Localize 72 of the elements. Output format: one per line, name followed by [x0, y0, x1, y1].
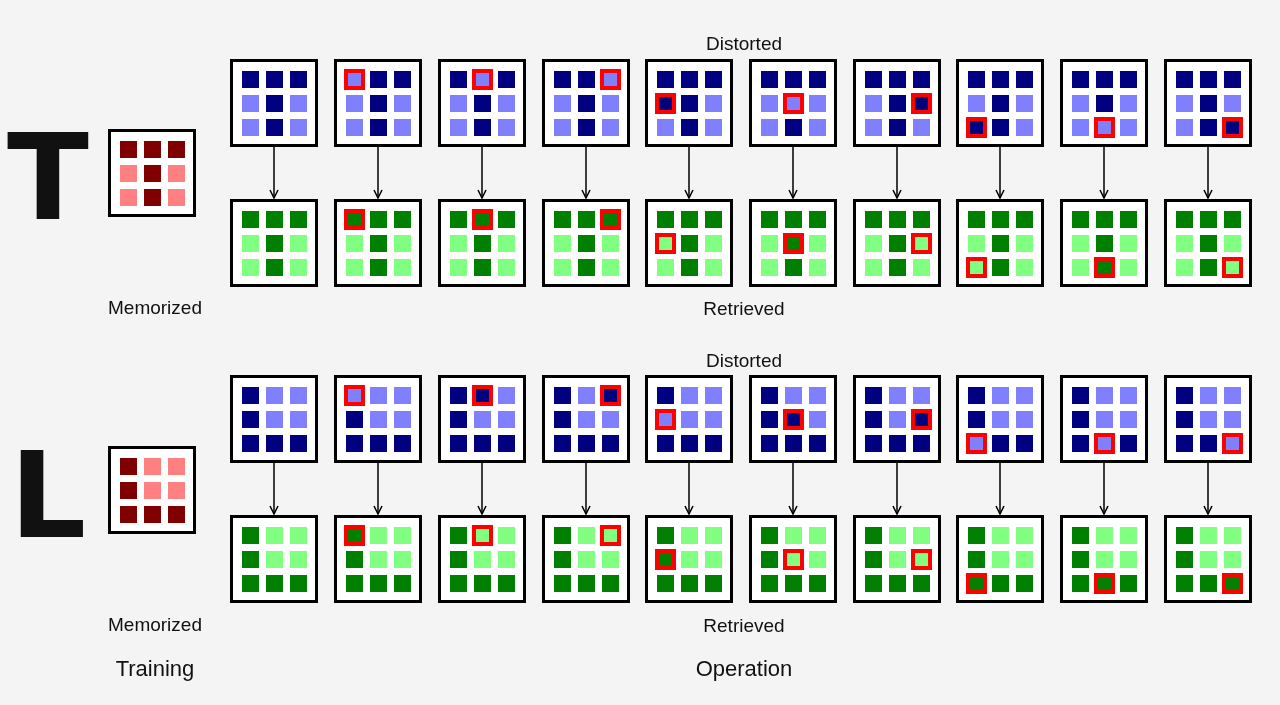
pattern-grid-drawing	[853, 515, 941, 603]
group-heading: Distorted	[706, 350, 782, 372]
pattern-grid-drawing	[956, 59, 1044, 147]
pattern-grid-drawing	[749, 199, 837, 287]
pattern-grid-drawing	[956, 515, 1044, 603]
arrow	[373, 462, 383, 515]
pattern-grid-drawing	[438, 515, 526, 603]
pattern-letter: T	[7, 118, 89, 238]
pattern-grid-drawing	[749, 515, 837, 603]
pattern-grid-drawing	[1060, 199, 1148, 287]
pattern-grid-drawing	[334, 59, 422, 147]
arrow	[788, 146, 798, 199]
pattern-grid-drawing	[334, 199, 422, 287]
pattern-grid-drawing	[230, 59, 318, 147]
pattern-grid-drawing	[1164, 59, 1252, 147]
pattern-grid-drawing	[1060, 59, 1148, 147]
pattern-grid-drawing	[230, 515, 318, 603]
arrow	[1203, 146, 1213, 199]
pattern-grid-drawing	[749, 59, 837, 147]
arrow	[1099, 146, 1109, 199]
arrow	[373, 146, 383, 199]
group-heading: Retrieved	[703, 298, 785, 320]
pattern-grid-drawing	[645, 199, 733, 287]
pattern-grid-drawing	[645, 59, 733, 147]
pattern-grid-drawing	[542, 375, 630, 463]
pattern-grid-drawing	[334, 515, 422, 603]
pattern-caption: Memorized	[108, 614, 202, 636]
pattern-grid-drawing	[1164, 515, 1252, 603]
arrow	[684, 146, 694, 199]
arrow	[1203, 462, 1213, 515]
arrow	[684, 462, 694, 515]
group-heading: Distorted	[706, 33, 782, 55]
pattern-grid-drawing	[956, 375, 1044, 463]
pattern-grid-drawing	[542, 59, 630, 147]
arrow	[477, 146, 487, 199]
pattern-grid-drawing	[645, 375, 733, 463]
pattern-grid-drawing	[1164, 375, 1252, 463]
pattern-grid-drawing	[438, 375, 526, 463]
pattern-grid-drawing	[334, 375, 422, 463]
section-heading: Training	[115, 656, 195, 682]
section-heading: Operation	[695, 656, 793, 682]
arrow	[269, 462, 279, 515]
pattern-grid-drawing	[108, 129, 196, 217]
pattern-grid-drawing	[1060, 515, 1148, 603]
arrow	[581, 146, 591, 199]
pattern-grid-drawing	[1060, 375, 1148, 463]
pattern-grid-drawing	[542, 199, 630, 287]
arrow	[892, 462, 902, 515]
arrow	[788, 462, 798, 515]
arrow	[1099, 462, 1109, 515]
arrow	[477, 462, 487, 515]
arrow	[581, 462, 591, 515]
group-heading: Retrieved	[703, 615, 785, 637]
pattern-grid-drawing	[438, 199, 526, 287]
arrow	[892, 146, 902, 199]
pattern-letter: L	[9, 436, 87, 556]
pattern-grid-drawing	[230, 375, 318, 463]
pattern-grid-drawing	[645, 515, 733, 603]
pattern-grid-drawing	[853, 375, 941, 463]
pattern-grid-drawing	[230, 199, 318, 287]
pattern-grid-drawing	[853, 59, 941, 147]
pattern-grid-drawing	[1164, 199, 1252, 287]
pattern-grid-drawing	[438, 59, 526, 147]
arrow	[995, 146, 1005, 199]
arrow	[269, 146, 279, 199]
pattern-caption: Memorized	[108, 297, 202, 319]
pattern-grid-drawing	[749, 375, 837, 463]
arrow	[995, 462, 1005, 515]
pattern-grid-drawing	[108, 446, 196, 534]
pattern-grid-drawing	[853, 199, 941, 287]
pattern-grid-drawing	[542, 515, 630, 603]
pattern-grid-drawing	[956, 199, 1044, 287]
